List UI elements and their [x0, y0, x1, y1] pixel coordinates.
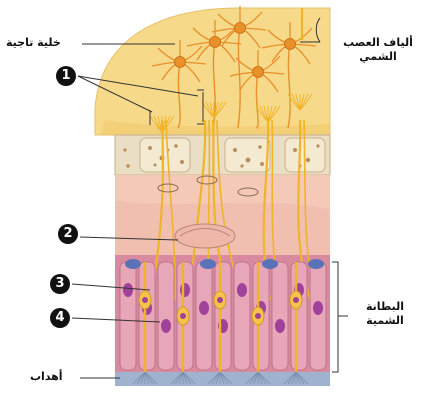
olfactory-epithelium-label: البطانة الشمية [350, 300, 420, 328]
basal-cell [308, 259, 324, 269]
supporting-cell [120, 262, 136, 370]
marker-1: 1 [56, 66, 76, 86]
basal-cell [262, 259, 278, 269]
mitral-cell-label: خلية تاجية [6, 36, 61, 50]
supporting-cell [272, 262, 288, 370]
supporting-cell [139, 262, 155, 370]
basal-cell [125, 259, 141, 269]
supporting-cell [234, 262, 250, 370]
marker-4: 4 [50, 308, 70, 328]
supporting-cell [215, 262, 231, 370]
olfactory-nerve-fibers-label: ألياف العصب الشمي [334, 36, 422, 64]
cilia-label: أهداب [30, 370, 63, 384]
marker-2: 2 [58, 224, 78, 244]
supporting-cell [310, 262, 326, 370]
cribriform-plate [115, 135, 330, 175]
olfactory-gland [175, 224, 235, 248]
basal-cell [200, 259, 216, 269]
supporting-cell [158, 262, 174, 370]
supporting-cell [291, 262, 307, 370]
marker-3: 3 [50, 274, 70, 294]
supporting-cell [196, 262, 212, 370]
